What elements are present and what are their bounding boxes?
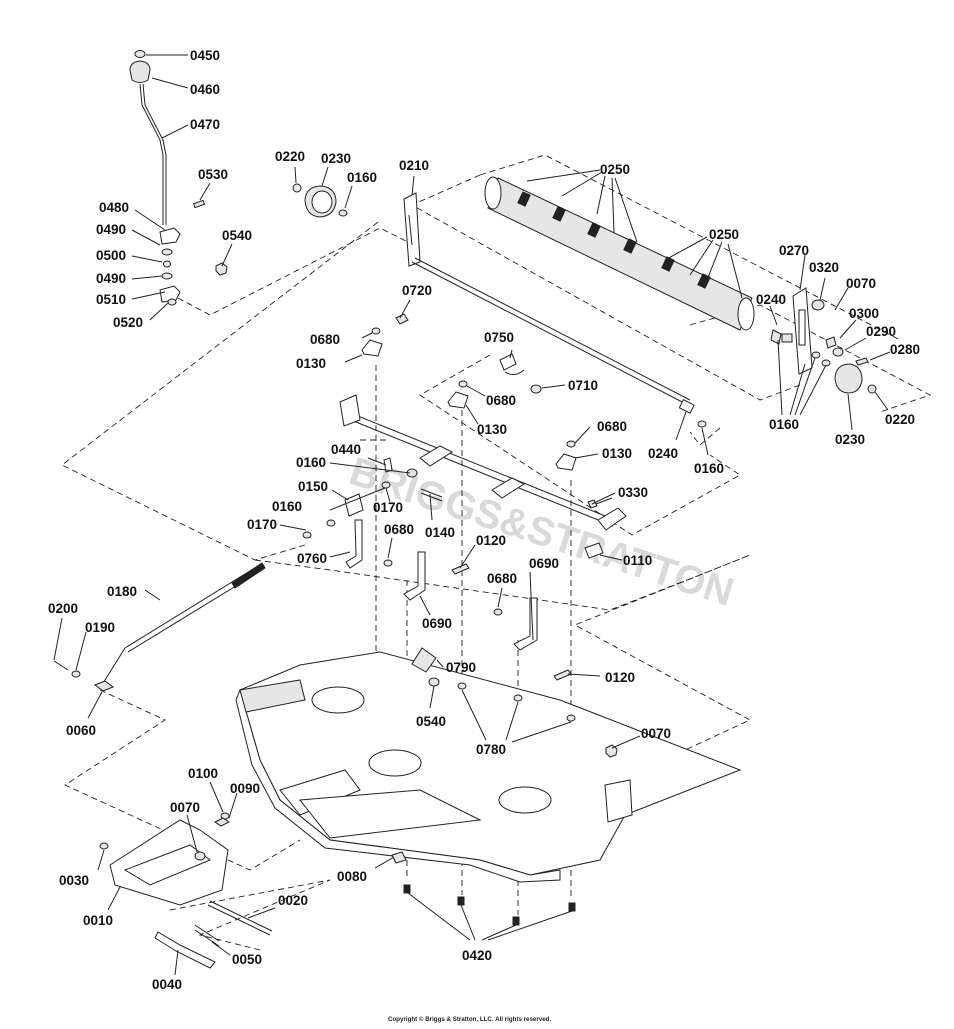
callout-0680: 0680	[384, 522, 414, 537]
callout-0250: 0250	[600, 162, 630, 177]
callout-0780: 0780	[476, 742, 506, 757]
callout-0690: 0690	[529, 556, 559, 571]
callout-0450: 0450	[190, 48, 220, 63]
callout-0070: 0070	[846, 276, 876, 291]
callout-0080: 0080	[337, 869, 367, 884]
callout-0230: 0230	[321, 151, 351, 166]
callout-0460: 0460	[190, 82, 220, 97]
callout-0150: 0150	[298, 479, 328, 494]
callout-0160: 0160	[347, 170, 377, 185]
callout-0090: 0090	[230, 781, 260, 796]
callout-0680: 0680	[597, 419, 627, 434]
callout-0230: 0230	[835, 432, 865, 447]
callout-0060: 0060	[66, 723, 96, 738]
callout-0790: 0790	[446, 660, 476, 675]
nut	[134, 50, 146, 58]
callout-0050: 0050	[232, 952, 262, 967]
callout-0030: 0030	[59, 873, 89, 888]
callout-0170: 0170	[373, 500, 403, 515]
callout-0290: 0290	[866, 324, 896, 339]
pivot-bracket	[159, 227, 181, 245]
callout-0540: 0540	[416, 714, 446, 729]
callout-0440: 0440	[331, 442, 361, 457]
callout-0680: 0680	[487, 571, 517, 586]
callout-0490: 0490	[96, 271, 126, 286]
callout-0530: 0530	[198, 167, 228, 182]
callout-0160: 0160	[296, 455, 326, 470]
lift-linkage	[53, 313, 627, 692]
callout-0490: 0490	[96, 222, 126, 237]
callout-0130: 0130	[602, 446, 632, 461]
knob	[129, 60, 151, 83]
callout-0240: 0240	[756, 292, 786, 307]
callout-0680: 0680	[486, 393, 516, 408]
callout-0500: 0500	[96, 248, 126, 263]
mower-deck	[235, 647, 742, 926]
callout-0140: 0140	[425, 525, 455, 540]
roller-bracket	[403, 192, 421, 267]
callout-0300: 0300	[849, 306, 879, 321]
callout-0190: 0190	[85, 620, 115, 635]
callout-0540: 0540	[222, 228, 252, 243]
callout-0130: 0130	[477, 422, 507, 437]
callout-0710: 0710	[568, 378, 598, 393]
callout-0420: 0420	[462, 948, 492, 963]
callout-0270: 0270	[779, 243, 809, 258]
callout-0220: 0220	[275, 149, 305, 164]
callout-0240: 0240	[648, 446, 678, 461]
callout-0020: 0020	[278, 893, 308, 908]
callout-0160: 0160	[769, 417, 799, 432]
shift-lever-assembly	[129, 50, 228, 306]
callout-0470: 0470	[190, 117, 220, 132]
callout-0760: 0760	[297, 551, 327, 566]
callout-0070: 0070	[170, 800, 200, 815]
leader-lines	[53, 54, 891, 976]
callout-0070: 0070	[641, 726, 671, 741]
callout-0040: 0040	[152, 977, 182, 992]
callout-0250: 0250	[709, 227, 739, 242]
callout-0330: 0330	[618, 485, 648, 500]
callout-0130: 0130	[296, 356, 326, 371]
callout-0210: 0210	[399, 158, 429, 173]
callout-0220: 0220	[885, 412, 915, 427]
roller-assembly	[292, 176, 877, 428]
callout-0110: 0110	[623, 553, 652, 568]
callout-0510: 0510	[96, 292, 126, 307]
callout-0320: 0320	[809, 260, 839, 275]
callout-0690: 0690	[422, 616, 452, 631]
callout-0010: 0010	[83, 913, 113, 928]
callout-0200: 0200	[48, 601, 78, 616]
copyright-notice: Copyright © Briggs & Stratton, LLC. All …	[388, 1016, 551, 1023]
callout-0120: 0120	[605, 670, 635, 685]
callout-0680: 0680	[310, 332, 340, 347]
pin	[192, 199, 206, 209]
callout-0120: 0120	[476, 533, 506, 548]
callout-0180: 0180	[107, 584, 137, 599]
callout-0160: 0160	[694, 461, 724, 476]
hex-nut	[215, 262, 228, 276]
callout-0170: 0170	[247, 517, 277, 532]
callout-0280: 0280	[890, 342, 920, 357]
callout-0100: 0100	[188, 766, 218, 781]
callout-0520: 0520	[113, 315, 143, 330]
front-hitch-assembly	[99, 812, 273, 969]
callout-0480: 0480	[99, 200, 129, 215]
callout-0720: 0720	[402, 283, 432, 298]
callout-0750: 0750	[484, 330, 514, 345]
callout-0160: 0160	[272, 499, 302, 514]
callout-labels: 0450 0460 0470 0530 0480 0490 0500 0490 …	[48, 48, 920, 992]
